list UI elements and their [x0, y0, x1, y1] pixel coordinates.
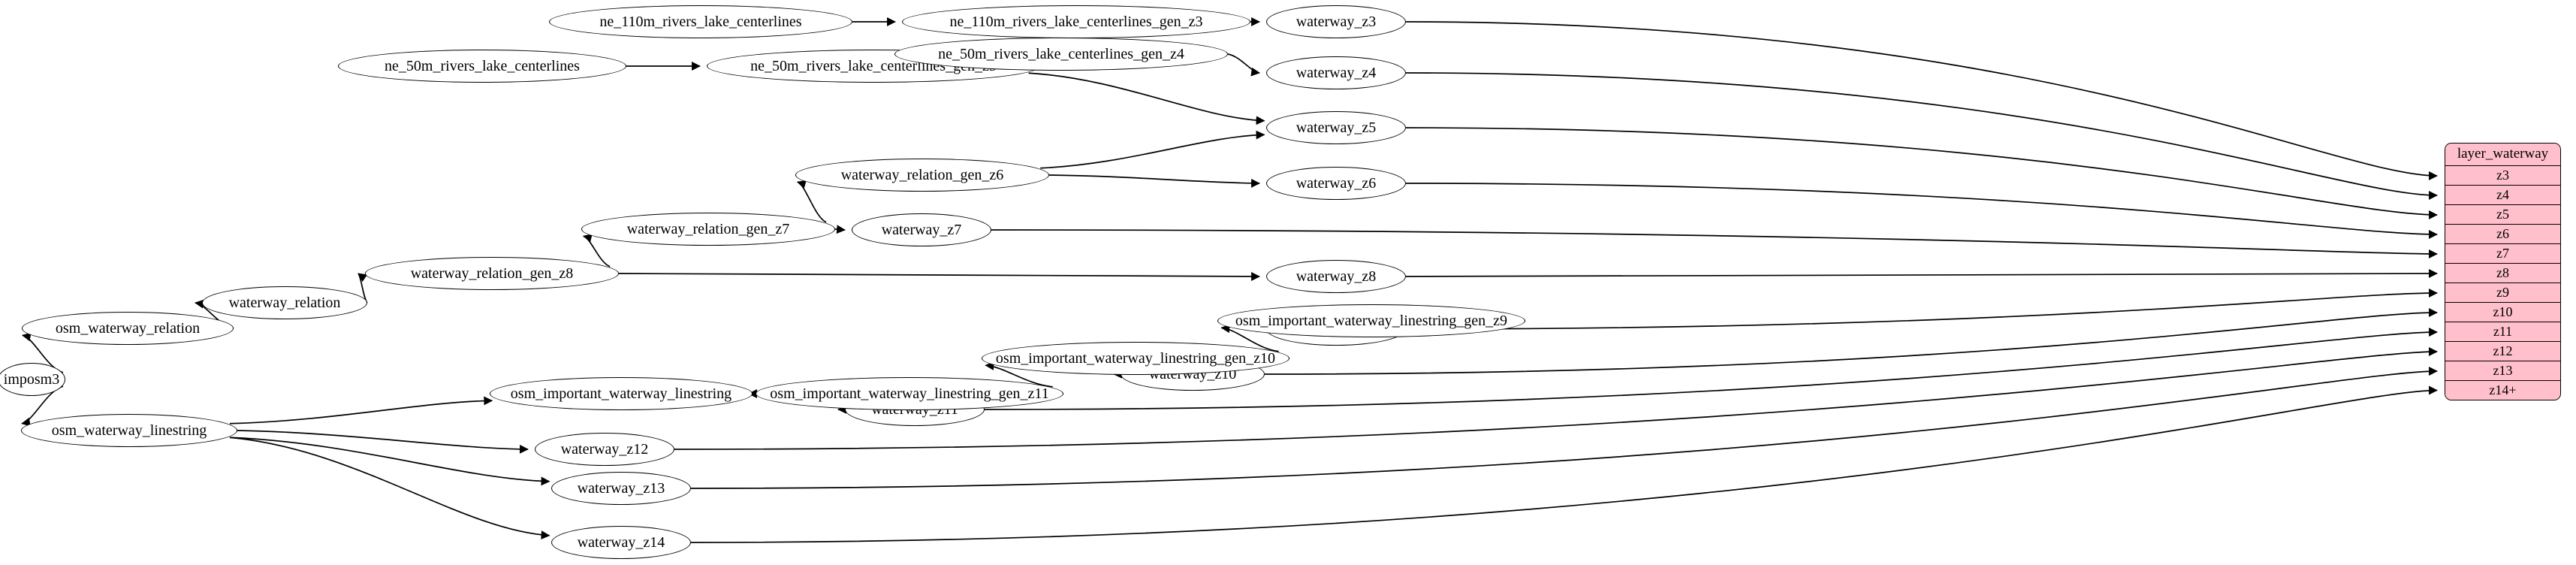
node-waterway_z8[interactable]: waterway_z8 [1266, 260, 1406, 293]
edge-waterway_z9-to-layer_waterway.z9 [1405, 289, 2438, 330]
node-ne_110m_rivers_lake_centerlines[interactable]: ne_110m_rivers_lake_centerlines [549, 5, 852, 38]
node-waterway_z5[interactable]: waterway_z5 [1266, 111, 1406, 144]
node-waterway_z12[interactable]: waterway_z12 [535, 433, 674, 466]
table-row-z9[interactable]: z9 [2445, 283, 2560, 303]
node-label: ne_50m_rivers_lake_centerlines_gen_z4 [938, 46, 1184, 62]
edge-osm_waterway_linestring-to-osm_important_waterway_linestring [229, 396, 493, 425]
node-label: waterway_z8 [1296, 268, 1377, 285]
node-label: waterway_z7 [881, 222, 962, 238]
node-ne_110m_rivers_lake_centerlines_gen_z3[interactable]: ne_110m_rivers_lake_centerlines_gen_z3 [902, 5, 1250, 38]
edge-waterway_z4-to-layer_waterway.z4 [1405, 72, 2438, 200]
node-osm_important_waterway_linestring_gen_z11[interactable]: osm_important_waterway_linestring_gen_z1… [756, 377, 1063, 410]
edge-waterway_relation_gen_z6-to-waterway_z6 [1048, 174, 1260, 188]
node-waterway_relation[interactable]: waterway_relation [202, 286, 367, 319]
node-label: waterway_z14 [577, 534, 665, 551]
edge-waterway_z3-to-layer_waterway.z3 [1405, 21, 2438, 180]
table-row-z6[interactable]: z6 [2445, 225, 2560, 244]
node-label: waterway_z12 [560, 441, 649, 458]
edge-osm_waterway_linestring-to-waterway_z13 [229, 437, 550, 486]
node-label: osm_waterway_linestring [51, 422, 207, 439]
node-waterway_z13[interactable]: waterway_z13 [551, 472, 691, 505]
table-row-z7[interactable]: z7 [2445, 244, 2560, 264]
node-waterway_z14[interactable]: waterway_z14 [551, 526, 691, 559]
node-label: osm_important_waterway_linestring [510, 385, 732, 402]
node-label: osm_important_waterway_linestring_gen_z9 [1235, 313, 1508, 329]
node-label: ne_110m_rivers_lake_centerlines [599, 14, 802, 30]
edge-osm_waterway_linestring-to-waterway_z14 [229, 437, 550, 539]
table-row-z4[interactable]: z4 [2445, 186, 2560, 205]
node-waterway_z6[interactable]: waterway_z6 [1266, 167, 1406, 200]
node-label: waterway_z3 [1296, 14, 1377, 30]
edge-ne_50m_rivers_lake_centerlines_gen_z5-to-waterway_z5 [1028, 72, 1265, 125]
node-osm_waterway_relation[interactable]: osm_waterway_relation [22, 312, 234, 345]
table-row-z14+[interactable]: z14+ [2445, 381, 2560, 400]
edge-waterway_z11-to-layer_waterway.z11 [984, 328, 2438, 410]
node-waterway_relation_gen_z7[interactable]: waterway_relation_gen_z7 [581, 213, 835, 246]
table-row-z5[interactable]: z5 [2445, 205, 2560, 225]
node-waterway_z7[interactable]: waterway_z7 [852, 213, 991, 246]
edge-ne_50m_rivers_lake_centerlines_gen_z4-to-waterway_z4 [1227, 53, 1260, 77]
node-label: waterway_relation_gen_z8 [410, 265, 574, 282]
edge-waterway_z8-to-layer_waterway.z8 [1405, 269, 2438, 278]
node-label: waterway_relation_gen_z7 [626, 221, 790, 237]
edge-waterway_z7-to-layer_waterway.z7 [991, 229, 2438, 258]
edge-waterway_z12-to-layer_waterway.z12 [674, 347, 2438, 450]
edge-waterway_relation_gen_z7-to-waterway_relation_gen_z6 [796, 180, 827, 223]
table-row-z11[interactable]: z11 [2445, 322, 2560, 342]
edge-waterway_relation_gen_z7-to-waterway_z7 [834, 225, 846, 234]
node-label: waterway_relation_gen_z6 [840, 167, 1004, 183]
node-label: ne_110m_rivers_lake_centerlines_gen_z3 [949, 14, 1203, 30]
node-imposm3[interactable]: imposm3 [0, 363, 65, 396]
node-label: waterway_z5 [1296, 119, 1377, 136]
edge-waterway_z13-to-layer_waterway.z13 [690, 367, 2438, 489]
node-waterway_relation_gen_z6[interactable]: waterway_relation_gen_z6 [795, 159, 1049, 192]
node-waterway_z4[interactable]: waterway_z4 [1266, 56, 1406, 89]
node-label: waterway_z13 [577, 480, 665, 497]
node-label: imposm3 [3, 371, 60, 388]
edge-waterway_relation_gen_z6-to-waterway_z5 [1040, 130, 1265, 169]
node-osm_important_waterway_linestring[interactable]: osm_important_waterway_linestring [490, 377, 753, 410]
edge-waterway_z6-to-layer_waterway.z6 [1405, 183, 2438, 239]
node-label: waterway_relation [228, 295, 341, 311]
edge-waterway_relation_gen_z8-to-waterway_z8 [618, 272, 1260, 281]
node-label: waterway_z4 [1296, 65, 1377, 81]
node-waterway_z3[interactable]: waterway_z3 [1266, 5, 1406, 38]
node-osm_important_waterway_linestring_gen_z9[interactable]: osm_important_waterway_linestring_gen_z9 [1217, 304, 1525, 337]
node-label: osm_important_waterway_linestring_gen_z1… [995, 350, 1276, 367]
edge-osm_waterway_linestring-to-waterway_z12 [237, 430, 529, 454]
node-ne_50m_rivers_lake_centerlines[interactable]: ne_50m_rivers_lake_centerlines [338, 50, 626, 83]
node-label: osm_important_waterway_linestring_gen_z1… [770, 385, 1049, 402]
edge-waterway_z5-to-layer_waterway.z5 [1405, 127, 2438, 219]
table-row-z3[interactable]: z3 [2445, 166, 2560, 186]
node-label: osm_waterway_relation [55, 320, 201, 337]
node-label: ne_50m_rivers_lake_centerlines [385, 58, 580, 74]
table-row-z13[interactable]: z13 [2445, 361, 2560, 381]
table-row-z12[interactable]: z12 [2445, 342, 2560, 361]
node-label: waterway_z6 [1296, 175, 1377, 192]
edge-waterway_relation_gen_z8-to-waterway_relation_gen_z7 [582, 234, 611, 267]
table-row-z10[interactable]: z10 [2445, 303, 2560, 322]
edge-waterway_z14-to-layer_waterway.z14+ [690, 385, 2438, 543]
node-osm_important_waterway_linestring_gen_z10[interactable]: osm_important_waterway_linestring_gen_z1… [982, 342, 1290, 375]
node-ne_50m_rivers_lake_centerlines_gen_z4[interactable]: ne_50m_rivers_lake_centerlines_gen_z4 [894, 38, 1228, 71]
node-osm_waterway_linestring[interactable]: osm_waterway_linestring [21, 414, 237, 447]
edge-waterway_z10-to-layer_waterway.z10 [1264, 308, 2438, 375]
table-title: layer_waterway [2445, 144, 2560, 166]
table-row-z8[interactable]: z8 [2445, 264, 2560, 283]
node-waterway_relation_gen_z8[interactable]: waterway_relation_gen_z8 [365, 257, 619, 290]
